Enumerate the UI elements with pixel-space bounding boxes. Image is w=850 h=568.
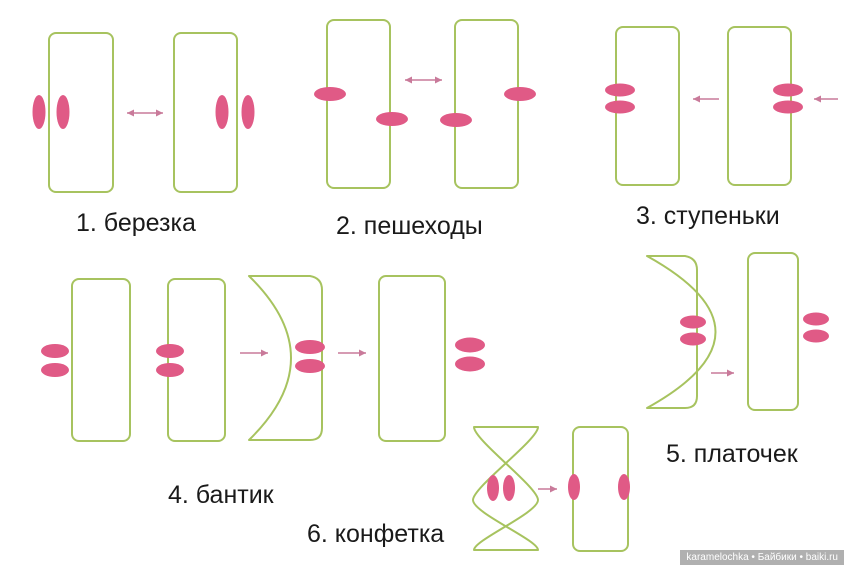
curved-fold-shape — [646, 255, 717, 409]
arrowhead — [435, 76, 442, 84]
pin-mark — [773, 100, 803, 114]
arrows — [127, 76, 838, 493]
pin-mark — [803, 329, 829, 343]
blobs — [32, 83, 829, 501]
pin-mark — [314, 87, 346, 101]
pin-mark — [56, 95, 70, 129]
label-platochek: 5. платочек — [666, 440, 798, 468]
pin-mark — [455, 337, 485, 353]
pin-mark — [503, 475, 515, 501]
arrowhead — [727, 369, 734, 377]
wrapped-candy-shape — [472, 426, 539, 551]
fabric-rectangle — [378, 275, 446, 442]
arrowhead — [359, 349, 366, 357]
fabric-rectangle — [173, 32, 238, 193]
curved-fold-shape — [248, 275, 323, 441]
pin-mark — [605, 83, 635, 97]
pin-mark — [295, 340, 325, 354]
pin-mark — [680, 315, 706, 329]
pin-mark — [487, 475, 499, 501]
arrowhead — [405, 76, 412, 84]
arrowhead — [156, 109, 163, 117]
label-peshehody: 2. пешеходы — [336, 212, 483, 240]
fabric-rectangle — [167, 278, 226, 442]
fabric-rectangle — [71, 278, 131, 442]
fabric-rectangle — [326, 19, 391, 189]
arrowhead — [814, 95, 821, 103]
fabric-rectangle — [48, 32, 114, 193]
pin-mark — [376, 112, 408, 126]
arrowhead — [693, 95, 700, 103]
watermark: karamelochka • Байбики • baiki.ru — [680, 550, 844, 565]
pin-mark — [41, 363, 69, 377]
fabric-rectangle — [454, 19, 519, 189]
pin-mark — [41, 344, 69, 358]
arrowhead — [550, 485, 557, 493]
arrowhead — [261, 349, 268, 357]
pin-mark — [618, 474, 630, 500]
pin-mark — [680, 332, 706, 346]
outlines — [48, 19, 799, 552]
pin-mark — [32, 95, 46, 129]
pin-mark — [440, 113, 472, 127]
pin-mark — [455, 356, 485, 372]
label-berezka: 1. березка — [76, 209, 196, 237]
pin-mark — [156, 344, 184, 358]
pin-mark — [156, 363, 184, 377]
fabric-rectangle — [747, 252, 799, 411]
pin-mark — [568, 474, 580, 500]
pin-mark — [504, 87, 536, 101]
pin-mark — [215, 95, 229, 129]
label-bantik: 4. бантик — [168, 481, 274, 509]
pin-mark — [605, 100, 635, 114]
pin-mark — [773, 83, 803, 97]
pin-mark — [241, 95, 255, 129]
arrowhead — [127, 109, 134, 117]
label-konfetka: 6. конфетка — [307, 520, 445, 548]
pin-mark — [295, 359, 325, 373]
pin-mark — [803, 312, 829, 326]
label-stupenki: 3. ступеньки — [636, 202, 780, 230]
